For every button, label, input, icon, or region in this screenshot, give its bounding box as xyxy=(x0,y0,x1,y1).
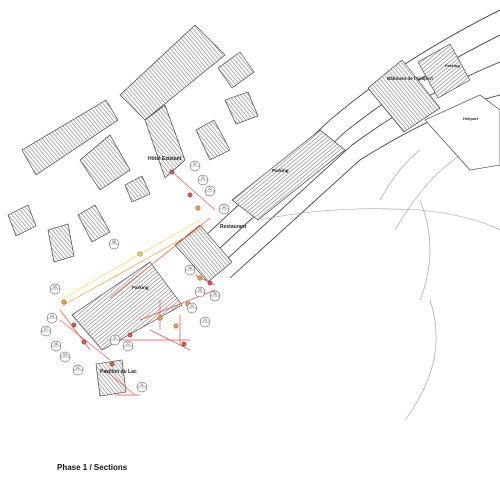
section-marker-label: 23 xyxy=(203,318,207,322)
section-nodes xyxy=(61,169,213,367)
section-marker-07: 07 xyxy=(40,325,52,337)
section-marker-11: 11 xyxy=(136,381,148,393)
section-marker-label: 06 xyxy=(188,266,192,270)
section-marker-26: 26 xyxy=(209,290,221,302)
heliport-pad xyxy=(424,94,500,171)
section-marker-25: 25 xyxy=(194,286,206,298)
section-marker-02: 02 xyxy=(197,174,209,186)
section-marker-label: 04 xyxy=(222,205,226,209)
section-marker-22: 22 xyxy=(122,340,134,352)
label-pavilion: Pavillon du Lac xyxy=(100,369,137,375)
section-marker-label: 01 xyxy=(193,162,197,166)
section-marker-03: 03 xyxy=(204,185,216,197)
section-marker-24: 24 xyxy=(186,302,198,314)
restaurant-building xyxy=(174,224,233,283)
section-marker-label: 08 xyxy=(54,342,58,346)
section-markers: 01 02 03 04 05 06 07 08 09 0A 0B 0C 11 21 22 23 24 25 26 xyxy=(40,160,230,393)
section-marker-01: 01 xyxy=(189,160,201,172)
section-marker-label: 0B xyxy=(112,240,116,244)
label-restaurant: Restaurant xyxy=(220,224,246,230)
label-heliport-building: Bâtiment de l'héliport xyxy=(387,76,433,81)
section-marker-0a: 0A xyxy=(46,312,58,324)
parking-upper xyxy=(231,129,346,221)
section-marker-label: 03 xyxy=(208,187,212,191)
section-marker-0b: 0B xyxy=(108,238,120,250)
section-marker-04: 04 xyxy=(218,203,230,215)
hotel-complex xyxy=(7,24,259,263)
section-marker-label: 21 xyxy=(113,336,117,340)
section-marker-0c: 0C xyxy=(72,364,84,376)
section-marker-06: 06 xyxy=(184,264,196,276)
section-marker-08: 08 xyxy=(50,340,62,352)
parking-main xyxy=(71,261,183,351)
section-marker-label: 05 xyxy=(53,285,57,289)
section-marker-label: 07 xyxy=(44,327,48,331)
section-marker-09: 09 xyxy=(59,351,71,363)
section-marker-label: 25 xyxy=(198,288,202,292)
section-marker-label: 0A xyxy=(50,314,55,318)
heliport-building xyxy=(367,43,471,133)
section-marker-label: 26 xyxy=(213,292,217,296)
label-heliport: Héliport xyxy=(463,116,479,121)
section-marker-label: 22 xyxy=(126,342,130,346)
label-parking-upper: Parking xyxy=(272,168,289,173)
section-marker-23: 23 xyxy=(199,316,211,328)
footpaths xyxy=(259,149,500,421)
section-marker-label: 02 xyxy=(201,176,205,180)
page-caption: Phase 1 / Sections xyxy=(57,463,128,472)
section-marker-label: 24 xyxy=(190,304,194,308)
section-marker-label: 0C xyxy=(76,366,81,370)
label-parking-main: Parking xyxy=(132,285,149,290)
section-marker-label: 11 xyxy=(140,383,144,387)
section-marker-21: 21 xyxy=(109,334,121,346)
pavilion-building xyxy=(95,359,127,397)
label-parking-far: Parking xyxy=(445,63,460,68)
section-marker-05: 05 xyxy=(49,283,61,295)
section-marker-label: 09 xyxy=(63,353,67,357)
label-hotel: Hôtel Existant xyxy=(148,156,182,162)
